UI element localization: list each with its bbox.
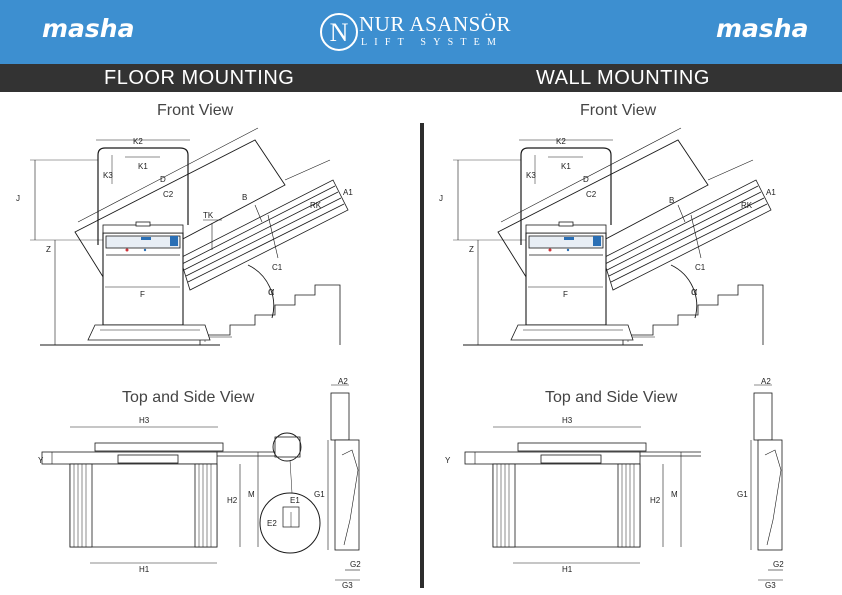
front-view-label-right: Front View [580,102,657,119]
dim-b: B [242,193,247,202]
top-side-view-label-right: Top and Side View [545,389,678,406]
dim-h1: H1 [139,565,150,574]
dim-f: F [140,290,145,299]
svg-text:H3: H3 [562,416,573,425]
dimension-labels-left: K2 K1 K3 D C2 J Z B RK A1 TK C1 F α H3 Y… [16,137,361,590]
center-divider [420,123,424,588]
wall-mounting-title: WALL MOUNTING [536,67,710,89]
top-side-view-label-left: Top and Side View [122,389,255,406]
section-bar [0,64,842,92]
svg-text:G3: G3 [765,581,776,590]
svg-text:H2: H2 [650,496,661,505]
dim-k3: K3 [103,171,113,180]
svg-text:K3: K3 [526,171,536,180]
dim-c1: C1 [272,263,283,272]
top-side-view-wall-drawing [464,384,784,581]
floor-mounting-title: FLOOR MOUNTING [104,67,295,89]
svg-text:J: J [439,194,443,203]
dim-a2: A2 [338,377,348,386]
svg-text:F: F [563,290,568,299]
svg-text:K2: K2 [556,137,566,146]
svg-text:G1: G1 [737,490,748,499]
svg-text:N: N [330,18,349,47]
svg-text:B: B [669,196,674,205]
svg-text:A2: A2 [761,377,771,386]
header-bar [0,0,842,64]
dim-k2: K2 [133,137,143,146]
dim-g1: G1 [314,490,325,499]
dim-alpha: α [268,286,275,298]
dim-k1: K1 [138,162,148,171]
dim-y: Y [38,456,44,465]
svg-text:H1: H1 [562,565,573,574]
dim-e2: E2 [267,519,277,528]
dim-tk: TK [203,211,214,220]
svg-text:G2: G2 [773,560,784,569]
svg-text:α: α [691,286,698,298]
brand-logo-left: masha [42,14,135,43]
company-logo: N NUR ASANSÖR LIFT SYSTEM [319,8,529,56]
logo-subtitle: LIFT SYSTEM [361,37,504,48]
dim-g2: G2 [350,560,361,569]
dim-d: D [160,175,166,184]
logo-title: NUR ASANSÖR [359,12,511,36]
front-view-floor-drawing [29,127,349,346]
svg-text:A1: A1 [766,188,776,197]
svg-text:C1: C1 [695,263,706,272]
dim-h2: H2 [227,496,238,505]
svg-text:RK: RK [741,201,753,210]
svg-text:M: M [671,490,678,499]
svg-text:Z: Z [469,245,474,254]
dim-e1: E1 [290,496,300,505]
dim-rk: RK [310,201,322,210]
svg-text:C2: C2 [586,190,597,199]
front-view-wall-drawing [452,127,772,346]
svg-text:K1: K1 [561,162,571,171]
dim-g3: G3 [342,581,353,590]
dimension-labels-right: K2 K1 K3 D C2 J Z B RK A1 C1 F α H3 Y H2… [439,137,784,590]
front-view-label-left: Front View [157,102,234,119]
dim-z: Z [46,245,51,254]
brand-logo-right: masha [716,14,809,43]
svg-text:D: D [583,175,589,184]
dim-m: M [248,490,255,499]
top-side-view-floor-drawing [41,384,361,581]
dim-j: J [16,194,20,203]
svg-text:Y: Y [445,456,451,465]
dim-h3: H3 [139,416,150,425]
dim-c2: C2 [163,190,174,199]
dim-a1: A1 [343,188,353,197]
nur-emblem-icon: N [320,13,358,51]
